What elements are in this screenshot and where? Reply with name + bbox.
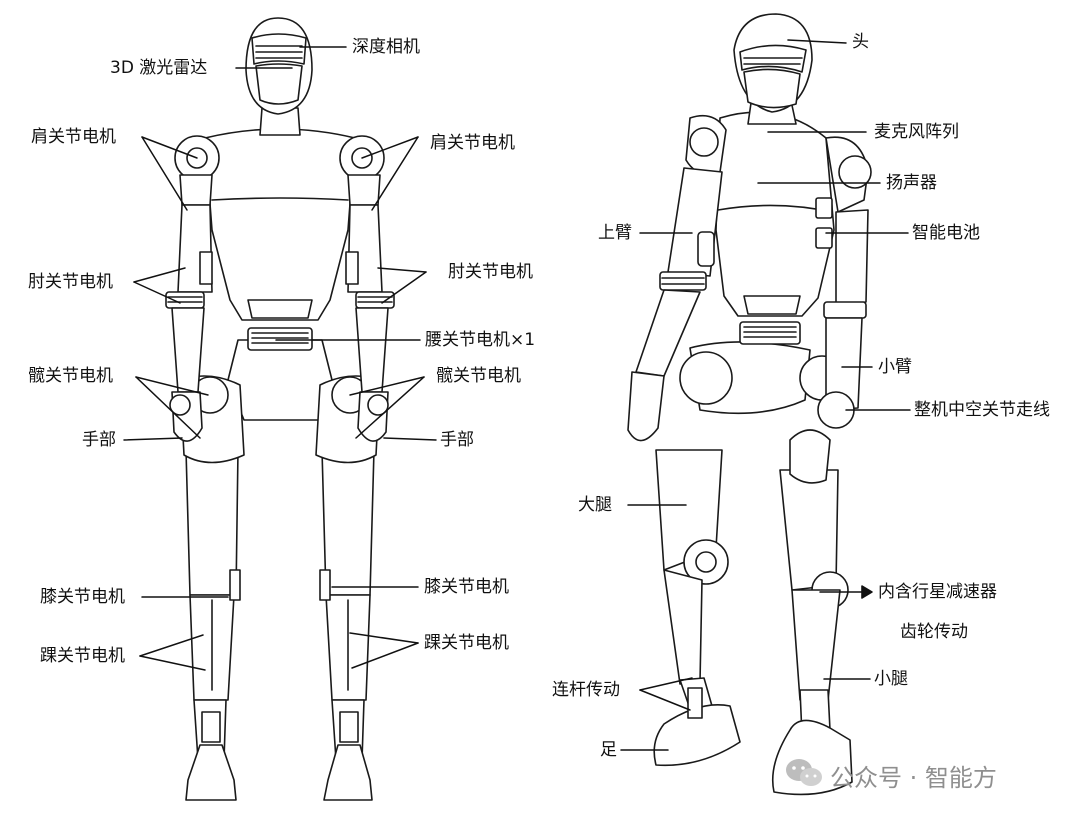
watermark-text: 公众号 · 智能方: [830, 764, 997, 792]
side-leader-lines: [620, 39, 911, 751]
side-battery-slot: [815, 197, 833, 219]
label-foot: 足: [600, 740, 617, 760]
label-gear-drive: 齿轮传动: [900, 622, 968, 642]
front-pelvis: [227, 339, 333, 421]
front-right-leg: [319, 449, 375, 801]
label-ankle-motor-left: 踝关节电机: [40, 646, 125, 666]
label-linkage-drive: 连杆传动: [552, 680, 620, 700]
front-head: [245, 17, 313, 115]
label-head: 头: [852, 32, 869, 52]
label-smart-battery: 智能电池: [912, 223, 980, 243]
arrowhead-icon: [861, 585, 873, 599]
label-hand-right: 手部: [440, 430, 474, 450]
side-near-hip-motor: [679, 351, 733, 405]
side-waist-joint: [739, 321, 801, 345]
label-elbow-motor-right: 肘关节电机: [448, 262, 533, 282]
label-thigh: 大腿: [578, 495, 612, 515]
label-depth-camera: 深度相机: [352, 37, 420, 57]
label-knee-motor-right: 膝关节电机: [424, 577, 509, 597]
label-speaker: 扬声器: [886, 173, 937, 193]
label-forearm: 小臂: [878, 357, 912, 377]
label-elbow-motor-left: 肘关节电机: [28, 272, 113, 292]
label-mic-array: 麦克风阵列: [874, 122, 959, 142]
label-lidar: 3D 激光雷达: [110, 58, 208, 78]
label-hip-motor-right: 髋关节电机: [436, 366, 521, 386]
label-shoulder-motor-left: 肩关节电机: [31, 127, 116, 147]
side-torso: [715, 111, 835, 317]
side-near-leg: [653, 449, 741, 767]
front-leader-lines: [123, 46, 437, 671]
label-waist-motor: 腰关节电机×1: [425, 330, 536, 350]
front-robot: [165, 17, 395, 801]
front-left-leg: [185, 449, 241, 801]
label-hollow-routing: 整机中空关节走线: [914, 400, 1050, 420]
label-upper-arm: 上臂: [598, 223, 632, 243]
front-torso: [204, 128, 356, 321]
wechat-logo-icon: [786, 759, 822, 786]
label-hip-motor-left: 髋关节电机: [28, 366, 113, 386]
label-hand-left: 手部: [82, 430, 116, 450]
side-robot: [627, 13, 872, 796]
front-left-arm: [165, 135, 220, 442]
label-planetary-reducer: 内含行星减速器: [878, 582, 997, 602]
label-ankle-motor-right: 踝关节电机: [424, 633, 509, 653]
front-waist-joint: [247, 327, 313, 351]
label-shoulder-motor-right: 肩关节电机: [430, 133, 515, 153]
side-head: [733, 13, 813, 113]
side-near-arm: [627, 114, 727, 442]
side-far-leg: [771, 469, 853, 796]
label-shank: 小腿: [874, 669, 908, 689]
label-knee-motor-left: 膝关节电机: [40, 587, 125, 607]
